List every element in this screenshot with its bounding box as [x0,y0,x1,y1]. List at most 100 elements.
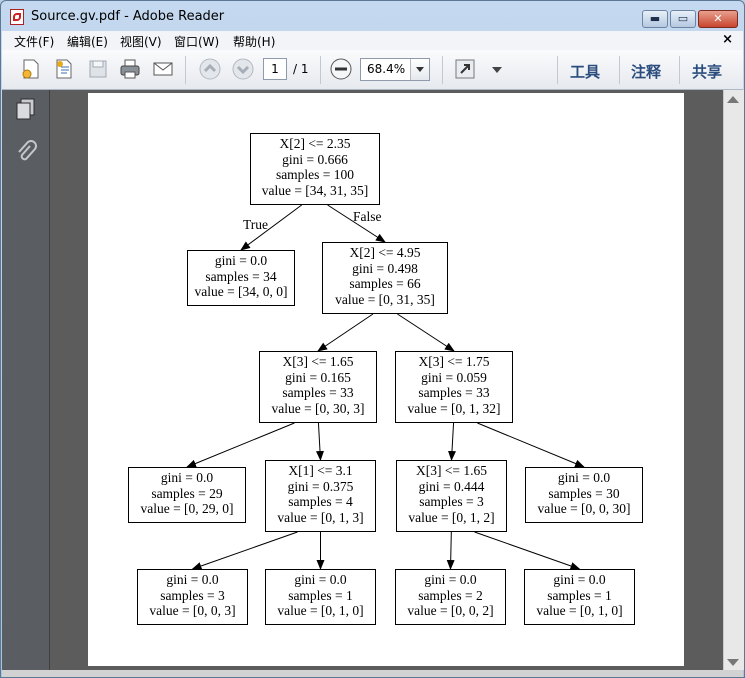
tree-edge [477,422,585,468]
tree-node-line: value = [34, 31, 35] [261,182,369,198]
toolbar-separator [557,56,558,84]
tree-node-line: samples = 3 [419,494,484,509]
toolbar-separator [619,56,620,84]
comment-button[interactable]: 注释 [631,63,662,81]
attachments-paperclip-icon[interactable] [15,140,37,164]
zoom-dropdown-icon[interactable] [410,59,429,80]
tree-node-line: value = [0, 1, 3] [277,509,364,525]
tree-node-line: value = [0, 1, 32] [407,400,501,416]
tree-node-line: samples = 1 [547,587,612,603]
minimize-button[interactable]: ▬ [642,10,668,28]
print-icon[interactable] [117,56,143,82]
tree-edge [240,204,302,251]
toolbar-separator [185,56,186,84]
close-button[interactable]: ✕ [698,10,738,28]
page-number-input[interactable]: 1 [263,58,287,80]
tree-edges [186,204,585,570]
tree-node-line: samples = 66 [349,276,421,291]
tree-edge [327,204,386,243]
tree-node-line: samples = 1 [288,587,353,603]
tree-node-line: samples = 2 [418,587,483,603]
tree-node-line: gini = 0.375 [287,478,354,494]
menu-help[interactable]: 帮助(H) [233,35,276,49]
tree-node-line: gini = 0.0 [294,572,347,587]
tree-node-line: samples = 30 [548,485,620,501]
share-button[interactable]: 共享 [692,63,723,81]
tree-edge [474,531,581,570]
tree-node-line: samples = 3 [160,587,225,603]
toolbar-separator [679,56,680,84]
tree-node-line: gini = 0.498 [352,260,418,276]
combine-files-icon[interactable] [52,56,78,82]
tree-node-line: X[2] <= 2.35 [279,136,351,151]
scroll-down-icon[interactable] [727,659,739,666]
zoom-value: 68.4% [367,62,406,76]
tree-node-line: value = [0, 31, 35] [335,291,435,307]
next-page-icon[interactable] [230,56,256,82]
tree-node-line: samples = 4 [288,494,353,509]
tree-node-line: X[2] <= 4.95 [349,245,421,260]
tree-node-line: samples = 100 [275,167,355,182]
previous-page-icon[interactable] [197,56,223,82]
tree-node-line: gini = 0.0 [214,253,268,268]
tree-node-line: gini = 0.666 [282,151,348,167]
toolbar-options-dropdown-icon[interactable] [484,56,510,82]
status-bar [2,670,743,677]
save-icon[interactable] [85,56,111,82]
tree-node-line: gini = 0.0 [424,572,477,587]
menu-file[interactable]: 文件(F) [14,35,55,49]
title-bar[interactable]: Source.gv.pdf - Adobe Reader ▬ ▭ ✕ [1,1,744,31]
fit-page-icon[interactable] [452,56,478,82]
menu-view[interactable]: 视图(V) [120,35,162,49]
menu-window[interactable]: 窗口(W) [174,35,220,49]
email-icon[interactable] [150,56,176,82]
tools-button[interactable]: 工具 [570,63,601,81]
document-close-icon[interactable]: × [722,32,733,47]
tree-edge [186,422,295,468]
tree-edge [446,531,455,570]
tree-edge-label: False [353,209,382,224]
page-total: / 1 [293,62,309,76]
tree-edge-label: True [243,217,269,232]
tree-node-line: X[1] <= 3.1 [288,463,353,478]
zoom-select[interactable]: 68.4% [360,58,430,81]
window-title: Source.gv.pdf - Adobe Reader [31,9,225,24]
page-thumbnails-icon[interactable] [15,97,37,121]
scroll-up-icon[interactable] [727,96,739,103]
tree-node-line: gini = 0.0 [160,470,214,485]
vertical-scrollbar[interactable] [723,90,744,670]
tree-node-line: value = [0, 0, 3] [149,603,236,618]
tree-node-line: gini = 0.059 [421,369,487,385]
tree-node-line: gini = 0.0 [557,470,611,485]
navigation-panel [2,90,50,670]
menu-bar: 文件(F) 编辑(E) 视图(V) 窗口(W) 帮助(H) × [2,31,743,51]
zoom-out-icon[interactable] [328,56,354,82]
tree-node-line: value = [0, 1, 2] [408,509,495,525]
toolbar-separator [442,56,443,84]
pdf-app-icon [10,9,24,25]
tree-node-line: X[3] <= 1.65 [415,463,488,478]
tree-node-line: value = [0, 0, 2] [407,603,494,618]
tree-edge [448,422,456,461]
tree-node-line: gini = 0.444 [418,478,485,494]
toolbar-separator [320,56,321,84]
menu-edit[interactable]: 编辑(E) [67,35,108,49]
tree-node-line: samples = 33 [418,385,490,400]
create-pdf-icon[interactable] [18,56,44,82]
tree-node-line: samples = 29 [151,485,223,501]
maximize-button[interactable]: ▭ [670,10,696,28]
tree-edge [397,313,455,352]
